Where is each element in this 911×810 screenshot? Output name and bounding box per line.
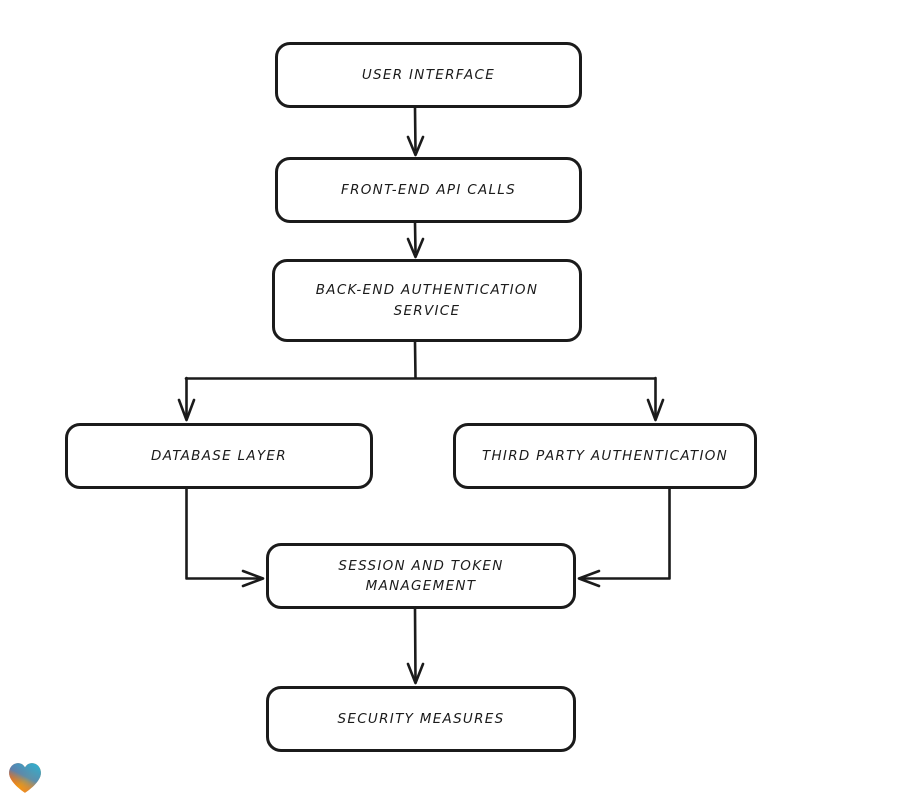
node-security-measures-label: Security Measures (337, 710, 505, 727)
edge-backend-auth-service-branch (184, 340, 657, 380)
node-security-measures[interactable]: Security Measures (266, 686, 576, 752)
edge-frontend-api-calls-to-backend-auth-service (406, 221, 425, 259)
heart-icon (9, 763, 41, 793)
edge-branch-to-database-layer (177, 376, 196, 422)
node-session-and-token-management[interactable]: Session and Token Management (266, 543, 576, 609)
edge-branch-to-third-party-auth (646, 376, 665, 422)
node-session-and-token-management-label: Session and Token Management (338, 557, 504, 594)
node-database-layer[interactable]: Database Layer (65, 423, 373, 489)
edge-third-party-auth-to-session-token-mgmt (577, 487, 671, 588)
node-third-party-authentication[interactable]: Third Party Authentication (453, 423, 757, 489)
node-frontend-api-calls-label: Front-End API Calls (341, 181, 516, 198)
edge-database-layer-to-session-token-mgmt (185, 487, 265, 588)
node-backend-auth-service-label: Back-End Authentication Service (315, 282, 539, 319)
node-third-party-authentication-label: Third Party Authentication (481, 447, 729, 464)
node-frontend-api-calls[interactable]: Front-End API Calls (275, 157, 582, 223)
node-user-interface-label: User Interface (361, 66, 496, 83)
edge-user-interface-to-frontend-api-calls (406, 106, 425, 157)
node-database-layer-label: Database Layer (151, 447, 287, 464)
node-backend-auth-service[interactable]: Back-End Authentication Service (272, 259, 582, 342)
node-user-interface[interactable]: User Interface (275, 42, 582, 108)
edge-session-token-mgmt-to-security-measures (406, 607, 425, 685)
